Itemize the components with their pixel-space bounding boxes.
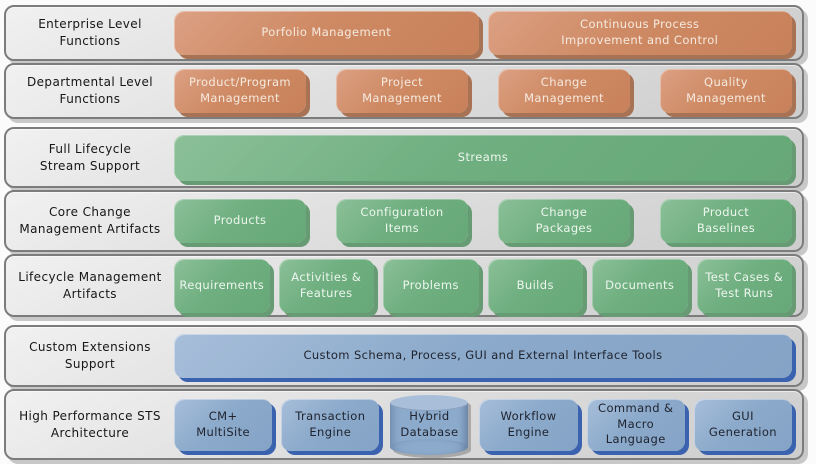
box-gui-generation: GUI Generation xyxy=(693,398,793,451)
row-label-departmental-level-functions: Departmental Level Functions xyxy=(27,75,153,106)
box-project-management: Project Management xyxy=(336,69,468,113)
box-workflow-engine: Workflow Engine xyxy=(479,398,578,451)
boxes-enterprise: Porfolio Management Continuous Process I… xyxy=(174,7,802,59)
box-porfolio-management: Porfolio Management xyxy=(174,11,479,55)
group-sts-architecture: Custom Extensions Support Custom Schema,… xyxy=(4,325,804,460)
row-label-core-change-management-artifacts: Core Change Management Artifacts xyxy=(19,205,161,236)
row-high-performance-sts-architecture: High Performance STS Architecture CM+ Mu… xyxy=(4,389,804,460)
boxes-lifecycle-artifacts: Requirements Activities & Features Probl… xyxy=(174,256,802,315)
database-cylinder-icon: Hybrid Database xyxy=(390,394,469,455)
box-streams: Streams xyxy=(174,134,792,181)
box-command-macro-language: Command & Macro Language xyxy=(586,398,685,451)
box-quality-management: Quality Management xyxy=(660,69,792,113)
row-label-custom-extensions-support: Custom Extensions Support xyxy=(29,340,151,371)
box-custom-schema-tools: Custom Schema, Process, GUI and External… xyxy=(174,334,792,378)
box-configuration-items: Configuration Items xyxy=(336,199,468,243)
box-activities-features: Activities & Features xyxy=(278,258,374,313)
row-lifecycle-management-artifacts: Lifecycle Management Artifacts Requireme… xyxy=(4,254,804,317)
box-change-management: Change Management xyxy=(498,69,630,113)
box-change-packages: Change Packages xyxy=(498,199,630,243)
box-product-program-management: Product/Program Management xyxy=(174,69,306,113)
box-problems: Problems xyxy=(383,258,479,313)
group-lifecycle-artifacts: Full Lifecycle Stream Support Streams Co… xyxy=(4,127,804,317)
boxes-departmental: Product/Program Management Project Manag… xyxy=(174,65,802,117)
box-products: Products xyxy=(174,199,306,243)
boxes-core-change: Products Configuration Items Change Pack… xyxy=(174,192,802,250)
box-documents: Documents xyxy=(592,258,688,313)
box-transaction-engine: Transaction Engine xyxy=(281,398,380,451)
row-departmental-level-functions: Departmental Level Functions Product/Pro… xyxy=(4,63,804,119)
row-label-full-lifecycle-stream-support: Full Lifecycle Stream Support xyxy=(39,141,141,173)
row-label-lifecycle-management-artifacts: Lifecycle Management Artifacts xyxy=(18,269,162,301)
box-cm-plus-multisite: CM+ MultiSite xyxy=(174,398,273,451)
row-core-change-management-artifacts: Core Change Management Artifacts Product… xyxy=(4,190,804,252)
boxes-streams: Streams xyxy=(174,129,802,186)
box-hybrid-database-cylinder: Hybrid Database xyxy=(388,391,470,458)
box-test-cases-test-runs: Test Cases & Test Runs xyxy=(696,258,792,313)
row-label-enterprise-level-functions: Enterprise Level Functions xyxy=(38,17,142,48)
group-enterprise-functions: Enterprise Level Functions Porfolio Mana… xyxy=(4,5,804,119)
row-custom-extensions-support: Custom Extensions Support Custom Schema,… xyxy=(4,325,804,387)
box-product-baselines: Product Baselines xyxy=(660,199,792,243)
row-full-lifecycle-stream-support: Full Lifecycle Stream Support Streams xyxy=(4,127,804,188)
row-label-high-performance-sts-architecture: High Performance STS Architecture xyxy=(19,408,161,440)
boxes-sts-architecture: CM+ MultiSite Transaction Engine Hybrid … xyxy=(174,391,802,458)
boxes-custom-extensions: Custom Schema, Process, GUI and External… xyxy=(174,327,802,385)
box-builds: Builds xyxy=(487,258,583,313)
hybrid-database-label: Hybrid Database xyxy=(400,408,459,439)
row-enterprise-level-functions: Enterprise Level Functions Porfolio Mana… xyxy=(4,5,804,61)
box-requirements: Requirements xyxy=(174,258,270,313)
box-continuous-process-improvement: Continuous Process Improvement and Contr… xyxy=(487,11,792,55)
